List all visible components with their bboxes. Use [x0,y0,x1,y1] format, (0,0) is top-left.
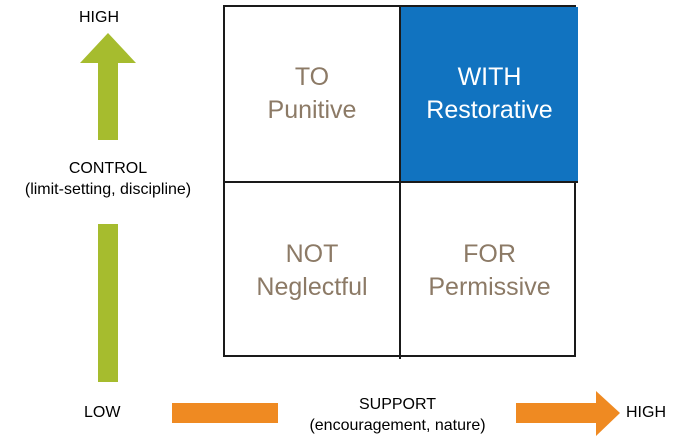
quadrant-top-left-line2: Punitive [267,96,357,124]
quadrant-bottom-left-line1: NOT [285,240,339,268]
horizontal-arrow-left-shaft [172,403,278,423]
quadrant-bottom-right-line2: Permissive [428,273,551,301]
quadrant-top-right: WITH Restorative [401,7,578,183]
vertical-arrow [80,33,136,382]
vertical-axis-title: CONTROL [68,160,148,177]
vertical-axis-high-label: HIGH [79,9,119,26]
horizontal-axis-title: SUPPORT [358,396,437,413]
quadrant-top-right-line2: Restorative [426,96,553,124]
quadrant-bottom-right: FOR Permissive [401,183,578,359]
quadrant-bottom-left-line2: Neglectful [256,273,368,301]
horizontal-axis-low-label: LOW [84,404,121,421]
quadrant-bottom-left: NOT Neglectful [225,183,401,359]
quadrant-grid: TO Punitive WITH Restorative NOT Neglect… [223,5,578,359]
horizontal-axis-subtitle: (encouragement, nature) [309,417,486,434]
quadrant-top-left-line1: TO [294,63,330,91]
horizontal-axis-high-label: HIGH [626,404,666,421]
horizontal-arrow-head [596,391,620,436]
vertical-arrow-lower-shaft [98,224,118,382]
vertical-arrow-head [80,33,136,63]
vertical-axis-subtitle: (limit-setting, discipline) [24,181,192,198]
horizontal-arrow-right-shaft [516,403,596,423]
quadrant-top-left: TO Punitive [225,7,401,183]
horizontal-arrow [172,391,620,436]
quadrant-bottom-right-line1: FOR [463,240,516,268]
vertical-arrow-upper-shaft [98,63,118,140]
quadrant-top-right-line1: WITH [457,63,522,91]
